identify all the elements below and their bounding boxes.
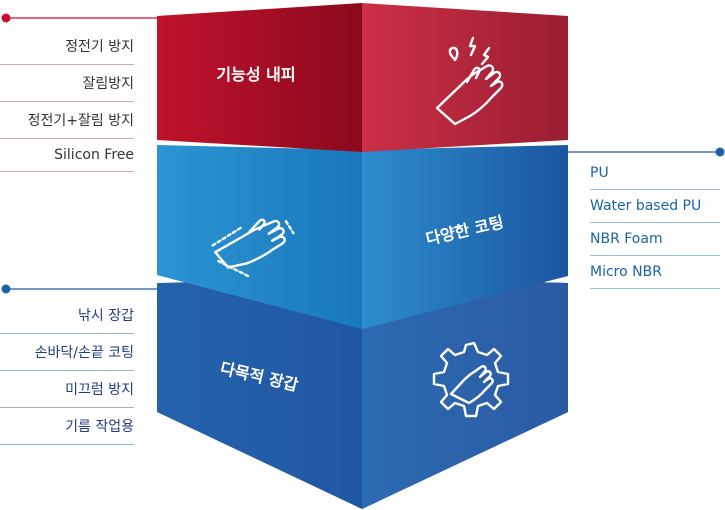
mid-right-connector-dot: [715, 147, 725, 157]
hand-coating-icon: [211, 218, 295, 278]
list-item: Silicon Free: [0, 139, 134, 172]
list-item: Micro NBR: [590, 256, 720, 289]
hand-gear-icon: [432, 341, 510, 418]
top-left-feature-list: 정전기 방지 잘림방지 정전기+잘림 방지 Silicon Free: [0, 28, 134, 172]
tier-middle-right-face: [362, 145, 568, 329]
list-item: 정전기 방지: [0, 28, 134, 65]
list-item: 낚시 장갑: [0, 297, 134, 334]
tier-top-title: 기능성 내피: [216, 65, 295, 84]
list-item: PU: [590, 157, 720, 190]
bottom-left-use-list: 낚시 장갑 손바닥/손끝 코팅 미끄럼 방지 기름 작업용: [0, 297, 134, 445]
tier-top-right-face: [362, 3, 568, 152]
tier-middle-left-face: [157, 145, 362, 329]
hand-spark-icon: [435, 36, 504, 126]
mid-right-coating-list: PU Water based PU NBR Foam Micro NBR: [590, 157, 720, 289]
tier-top-left-face: [157, 3, 362, 152]
list-item: 잘림방지: [0, 65, 134, 102]
tier-bottom-right-face: [362, 278, 568, 509]
list-item: 미끄럼 방지: [0, 371, 134, 408]
bottom-left-connector-dot: [1, 284, 11, 294]
list-item: 기름 작업용: [0, 408, 134, 445]
list-item: Water based PU: [590, 190, 720, 223]
list-item: NBR Foam: [590, 223, 720, 256]
list-item: 정전기+잘림 방지: [0, 102, 134, 139]
list-item: 손바닥/손끝 코팅: [0, 334, 134, 371]
top-left-connector-dot: [1, 13, 11, 23]
